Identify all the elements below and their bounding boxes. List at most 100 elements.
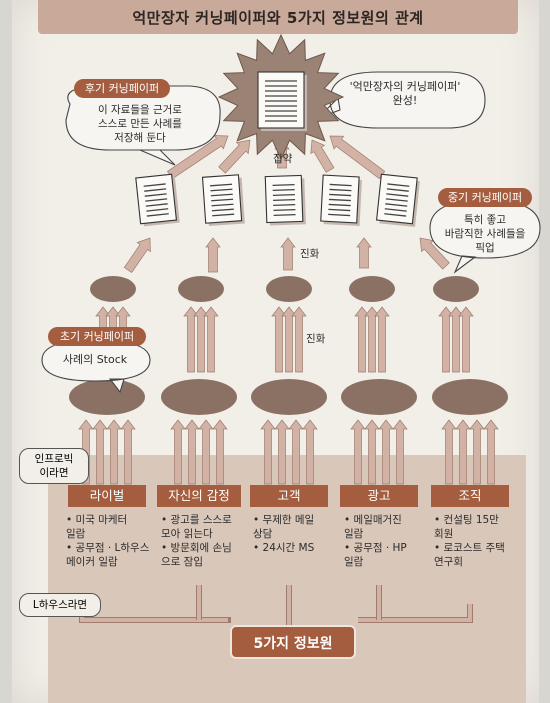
diagonal-arrow — [419, 237, 450, 270]
up-arrow — [350, 419, 366, 485]
category-items-organization: • 컨설팅 15만 회원 • 로코스트 주택 연구회 — [434, 513, 505, 569]
category-label-rival: 라이벌 — [68, 485, 146, 507]
up-arrow — [455, 419, 471, 485]
category-item: 메이커 일람 — [66, 556, 118, 568]
document-line — [144, 193, 167, 197]
document-icon — [201, 174, 245, 226]
category-item: • 방문회에 손님 — [161, 542, 232, 554]
document-line — [328, 198, 351, 202]
flow-arrows — [78, 135, 499, 625]
evolve-label-lower: 진화 — [306, 333, 326, 345]
up-arrow — [438, 306, 454, 373]
document-line — [210, 193, 233, 197]
middle-stage-tag: 중기 커닝페이퍼 — [438, 188, 532, 207]
early-stage-tag: 초기 커닝페이퍼 — [48, 327, 146, 346]
document-line — [145, 203, 168, 207]
middle-stage-note: 특히 좋고 바람직한 사례들을 픽업 — [430, 213, 540, 255]
later-note-line: 스스로 만든 사례를 — [98, 118, 182, 130]
up-arrow — [203, 306, 219, 373]
interior-annotation: 인프로빅 이라면 — [19, 448, 89, 484]
completion-note-line: '억만장자의 커닝페이퍼' — [349, 80, 461, 93]
document-line — [146, 213, 169, 217]
document-line — [384, 208, 407, 212]
middle-note-line: 특히 좋고 — [464, 214, 506, 226]
up-arrow — [448, 306, 464, 373]
category-label-self: 자신의 감정 — [157, 485, 241, 507]
document-icon — [264, 174, 306, 226]
large-oval — [161, 379, 237, 415]
category-item: • 미국 마케터 — [66, 514, 128, 526]
document-line — [143, 183, 166, 187]
document-line — [328, 203, 351, 207]
up-arrow — [212, 419, 228, 485]
document-line — [210, 188, 233, 192]
category-item: • 메일매거진 — [344, 514, 402, 526]
category-item: 상담 — [253, 528, 273, 540]
large-oval — [341, 379, 417, 415]
document-line — [146, 208, 169, 212]
large-oval — [432, 379, 508, 415]
middle-note-line: 바람직한 사례들을 — [444, 228, 526, 240]
document-line — [328, 213, 351, 217]
completion-note-line: 완성! — [392, 94, 418, 107]
up-arrow — [274, 419, 290, 485]
up-arrow — [281, 306, 297, 373]
small-oval — [90, 276, 136, 302]
up-arrow — [193, 306, 209, 373]
small-oval — [349, 276, 395, 302]
category-item: • 24시간 MS — [253, 542, 315, 554]
category-item: • 컨설팅 15만 — [434, 514, 499, 526]
documents — [135, 33, 420, 228]
document-group — [201, 174, 245, 226]
document-line — [212, 213, 235, 217]
category-item: 회원 — [434, 528, 454, 540]
category-label-ads: 광고 — [340, 485, 418, 507]
up-arrow — [271, 306, 287, 373]
up-arrow — [184, 419, 200, 485]
category-item: • 광고를 스스로 — [161, 514, 232, 526]
diagonal-arrow — [218, 139, 251, 174]
up-arrow — [364, 306, 380, 373]
diagonal-arrow — [329, 135, 386, 180]
document-line — [385, 203, 408, 207]
document-line — [328, 208, 351, 212]
evolve-label-upper: 진화 — [300, 248, 320, 260]
document-line — [386, 188, 409, 192]
up-arrow — [302, 419, 318, 485]
document-sheet — [320, 174, 360, 224]
document-icon — [135, 173, 180, 227]
diagonal-arrow — [310, 139, 335, 173]
early-stage-note: 사례의 Stock — [40, 353, 150, 367]
source-connector — [358, 604, 473, 623]
up-arrow — [170, 419, 186, 485]
document-group — [320, 174, 362, 227]
diagonal-arrow — [123, 237, 151, 273]
document-line — [272, 188, 295, 192]
up-arrow — [198, 419, 214, 485]
small-oval — [178, 276, 224, 302]
source-connector-fill — [358, 604, 472, 622]
starburst-document-icon — [257, 71, 307, 131]
up-arrow — [483, 419, 499, 485]
source-connector — [79, 601, 231, 623]
category-item: • 공무점 · HP — [344, 542, 407, 554]
category-item: • 로코스트 주택 — [434, 542, 505, 554]
document-sheet — [375, 173, 418, 225]
document-line — [211, 203, 234, 207]
category-items-self: • 광고를 스스로 모아 읽는다 • 방문회에 손님 으로 잠입 — [161, 513, 232, 569]
up-arrow — [291, 306, 307, 373]
up-arrow — [260, 419, 276, 485]
document-line — [145, 198, 168, 202]
document-line — [386, 193, 409, 197]
document-line — [211, 198, 234, 202]
small-oval — [433, 276, 479, 302]
document-line — [211, 208, 234, 212]
interior-annotation-line: 이라면 — [39, 467, 69, 479]
up-arrow — [392, 419, 408, 485]
interior-annotation-line: 인프로빅 — [34, 453, 74, 465]
document-sheet — [201, 174, 243, 224]
up-arrow — [469, 419, 485, 485]
category-item: 일람 — [66, 528, 86, 540]
diagonal-arrow — [167, 135, 229, 180]
